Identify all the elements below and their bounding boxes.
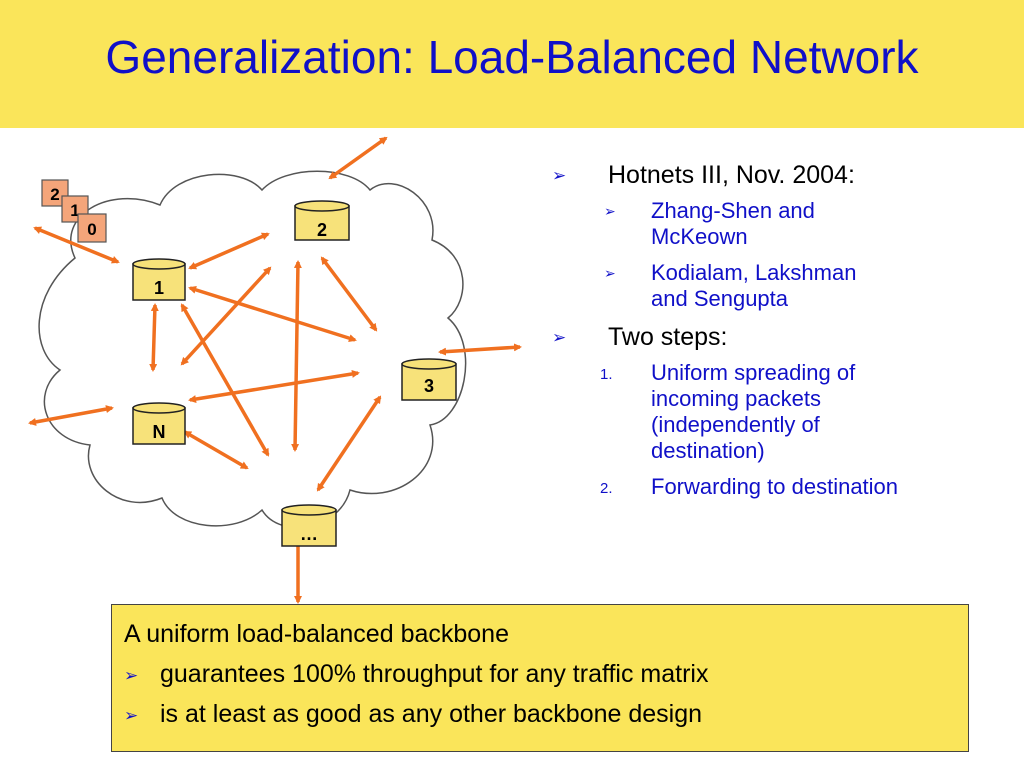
node-2: 2 — [294, 200, 350, 241]
packet-1: 1 — [61, 195, 89, 223]
bullet-two-steps: ➢ Two steps: — [552, 323, 728, 351]
node-label: 2 — [317, 220, 327, 240]
packet-0: 0 — [77, 213, 107, 243]
step-number: 2. — [600, 480, 613, 497]
packet-label: 1 — [70, 201, 79, 220]
sub-bullet-kodialam: ➢ Kodialam, Lakshman and Sengupta — [604, 260, 857, 311]
node-label: N — [153, 422, 166, 442]
step-number: 1. — [600, 366, 613, 383]
slide-title: Generalization: Load-Balanced Network — [105, 31, 919, 83]
title-band — [0, 0, 1024, 128]
node-ellipsis: … — [281, 504, 337, 547]
packet-label: 2 — [50, 185, 59, 204]
arrow-bullet-icon: ➢ — [552, 166, 567, 185]
network-diagram: 2 1 3 N … 2 1 0 — [28, 136, 522, 604]
sub-bullet-zhang-shen: ➢ Zhang-Shen and McKeown — [604, 198, 815, 249]
node-n: N — [132, 402, 186, 445]
step-2: 2. Forwarding to destination — [548, 474, 1008, 500]
node-1: 1 — [132, 258, 186, 301]
bullet-hotnets: ➢ Hotnets III, Nov. 2004: — [552, 161, 855, 189]
bullet-list: ➢ Hotnets III, Nov. 2004: ➢ Zhang-Shen a… — [548, 160, 1008, 510]
arrow-bullet-icon: ➢ — [124, 666, 139, 685]
node-3: 3 — [401, 358, 457, 401]
step-1: 1. Uniform spreading of incoming packets… — [600, 360, 856, 463]
callout-box: A uniform load-balanced backbone ➢ guara… — [111, 604, 969, 752]
node-label: 3 — [424, 376, 434, 396]
callout-item: ➢ guarantees 100% throughput for any tra… — [124, 659, 968, 689]
arrow-bullet-icon: ➢ — [604, 265, 616, 281]
packet-label: 0 — [87, 220, 96, 239]
link-arrows — [28, 136, 522, 604]
callout-heading: A uniform load-balanced backbone — [124, 620, 509, 648]
node-label: 1 — [154, 278, 164, 298]
callout-item: ➢ is at least as good as any other backb… — [124, 699, 968, 729]
arrow-bullet-icon: ➢ — [552, 328, 567, 347]
node-label: … — [300, 524, 318, 544]
arrow-bullet-icon: ➢ — [124, 706, 139, 725]
arrow-bullet-icon: ➢ — [604, 203, 616, 219]
